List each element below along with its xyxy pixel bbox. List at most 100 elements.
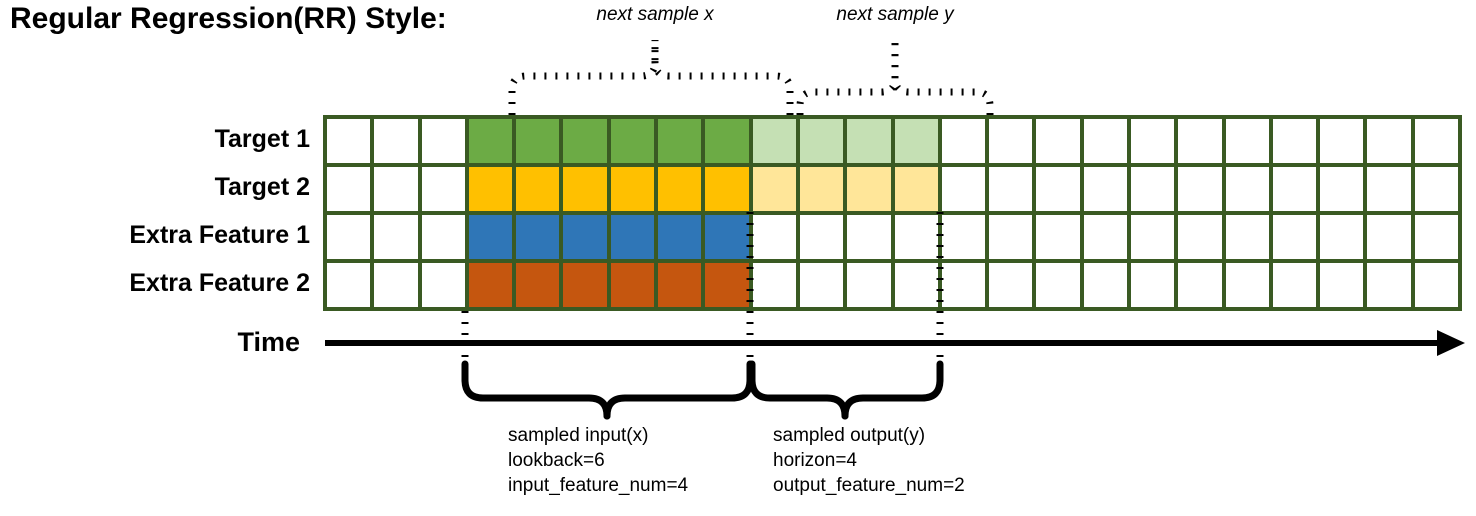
grid-cell — [1083, 119, 1127, 163]
grid-cell — [610, 119, 655, 163]
grid-cell — [327, 167, 371, 211]
grid-cell — [1130, 167, 1175, 211]
row-label-target-1: Target 1 — [214, 125, 310, 153]
grid-cell — [1272, 167, 1317, 211]
grid-cell — [989, 215, 1033, 259]
grid-cell — [421, 167, 465, 211]
sampled-input-description: sampled input(x) lookback=6 input_featur… — [508, 423, 688, 498]
time-axis-line — [325, 340, 1445, 346]
page-title: Regular Regression(RR) Style: — [10, 2, 447, 35]
grid-cell — [799, 167, 844, 211]
grid-cell — [1083, 263, 1127, 307]
grid-cell — [752, 167, 796, 211]
grid-cell — [610, 263, 655, 307]
grid-cell — [941, 215, 986, 259]
grid-cell — [563, 263, 607, 307]
annotation-next-sample-x: next sample x — [596, 4, 714, 25]
grid-cell — [941, 167, 986, 211]
grid-cell — [374, 215, 418, 259]
grid-cell — [468, 167, 513, 211]
grid-cell — [894, 263, 938, 307]
grid-cell — [374, 167, 418, 211]
grid-cell — [374, 263, 418, 307]
grid-cell — [1414, 215, 1458, 259]
dotted-brace-next-sample-y — [796, 40, 994, 115]
grid-cell — [705, 167, 749, 211]
grid-cell — [563, 119, 607, 163]
sampled-output-line-3: output_feature_num=2 — [773, 475, 965, 496]
grid-cell — [894, 215, 938, 259]
grid-cell — [563, 167, 607, 211]
grid-cell — [468, 215, 513, 259]
grid-cell — [1320, 119, 1364, 163]
time-axis-label: Time — [237, 327, 300, 357]
grid-cell — [658, 263, 702, 307]
grid-cell — [1414, 263, 1458, 307]
grid-cell — [327, 119, 371, 163]
grid-cell — [421, 119, 465, 163]
grid-cell — [1414, 119, 1458, 163]
grid-cell — [1178, 119, 1222, 163]
grid-cell — [894, 119, 938, 163]
sampled-output-description: sampled output(y) horizon=4 output_featu… — [773, 423, 965, 498]
grid-cell — [847, 215, 891, 259]
grid-cell — [799, 215, 844, 259]
row-label-extra-feature-2: Extra Feature 2 — [129, 269, 310, 297]
grid-cell — [705, 215, 749, 259]
grid-cell — [989, 119, 1033, 163]
grid-cell — [1320, 215, 1364, 259]
grid-cell — [752, 215, 796, 259]
grid-cell — [1225, 215, 1269, 259]
row-label-target-2: Target 2 — [214, 173, 310, 201]
sampled-input-line-1: sampled input(x) — [508, 425, 649, 446]
grid-cell — [1272, 215, 1317, 259]
grid-cell — [563, 215, 607, 259]
grid-cell — [941, 263, 986, 307]
grid-cell — [894, 167, 938, 211]
grid-cell — [1225, 167, 1269, 211]
grid-cell — [1036, 263, 1080, 307]
grid-cell — [941, 119, 986, 163]
grid-cell — [1130, 119, 1175, 163]
grid-cell — [327, 263, 371, 307]
grid-cell — [752, 119, 796, 163]
annotation-next-sample-y: next sample y — [836, 4, 954, 25]
grid-cell — [374, 119, 418, 163]
grid-cell — [658, 119, 702, 163]
grid-cell — [516, 263, 560, 307]
grid-cell — [989, 263, 1033, 307]
grid-cell — [610, 215, 655, 259]
dotted-brace-next-sample-x — [508, 40, 794, 115]
grid-cell — [1225, 263, 1269, 307]
grid-cell — [989, 167, 1033, 211]
sampled-output-line-1: sampled output(y) — [773, 425, 926, 446]
grid-cell — [1272, 263, 1317, 307]
sampled-input-line-3: input_feature_num=4 — [508, 475, 689, 496]
grid-cell — [847, 119, 891, 163]
grid-cell — [468, 119, 513, 163]
grid-cell — [421, 215, 465, 259]
grid-cell — [705, 119, 749, 163]
grid-cell — [847, 167, 891, 211]
grid-cell — [1320, 167, 1364, 211]
grid-cell — [1320, 263, 1364, 307]
grid-cell — [516, 167, 560, 211]
grid-cell — [1178, 215, 1222, 259]
right-arrow-icon — [1437, 330, 1465, 356]
grid-cell — [1272, 119, 1317, 163]
grid-cell — [1130, 215, 1175, 259]
grid-cell — [1225, 119, 1269, 163]
brace-sampled-output — [748, 360, 944, 420]
grid-cell — [421, 263, 465, 307]
grid-cell — [1036, 215, 1080, 259]
grid-cell — [516, 215, 560, 259]
grid-cell — [705, 263, 749, 307]
grid-cell — [752, 263, 796, 307]
grid-cell — [1036, 167, 1080, 211]
grid-cell — [1083, 215, 1127, 259]
grid-cell — [468, 263, 513, 307]
grid-cell — [1130, 263, 1175, 307]
grid-cell — [1414, 167, 1458, 211]
row-label-extra-feature-1: Extra Feature 1 — [129, 221, 310, 249]
grid-cell — [799, 263, 844, 307]
